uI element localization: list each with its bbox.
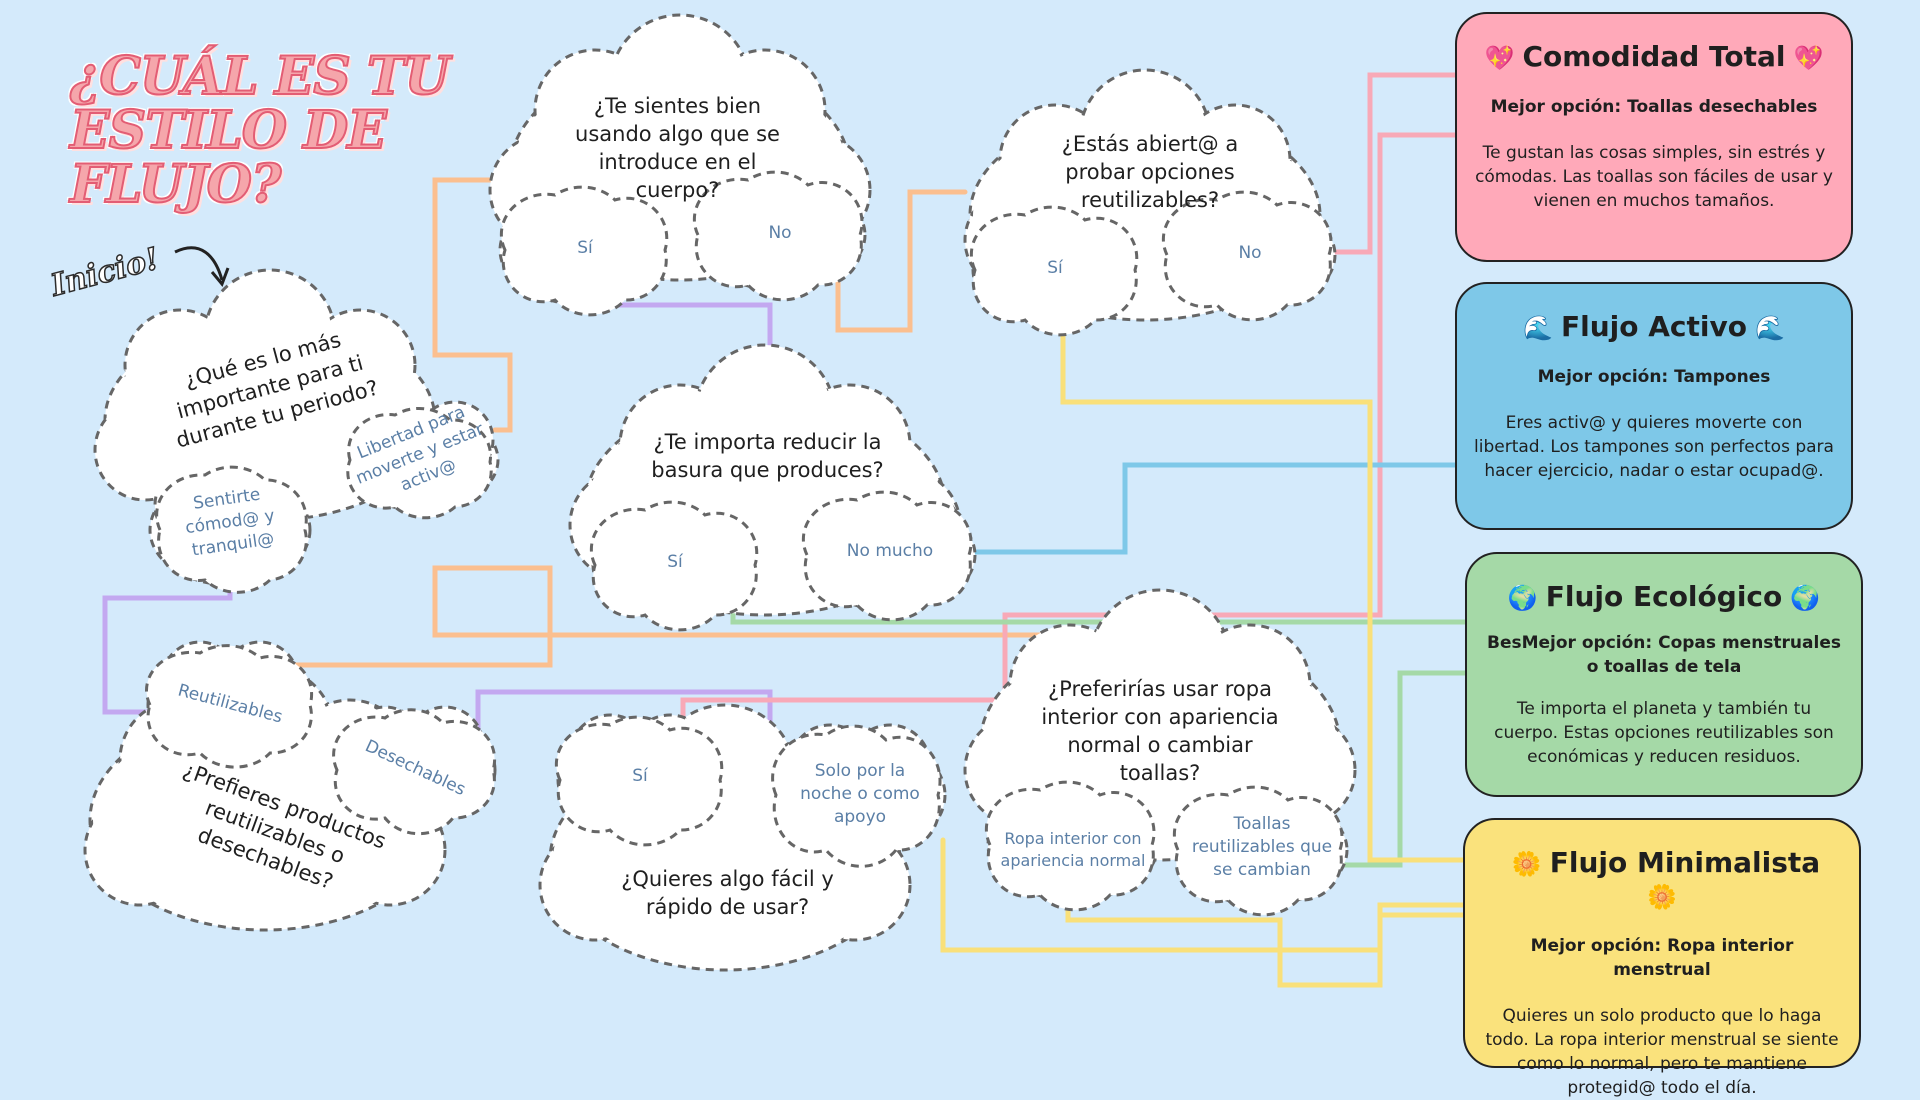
connector-q1-q5 <box>102 582 233 715</box>
result-option-ecologico: BesMejor opción: Copas menstruales o toa… <box>1487 633 1841 677</box>
result-option-activo: Mejor opción: Tampones <box>1537 367 1771 387</box>
wave-icon: 🌊 <box>1754 314 1785 342</box>
page-title: ¿CUÁL ES TU ESTILO DE FLUJO? <box>69 46 451 215</box>
connector-q7-ecologico <box>1342 670 1468 868</box>
connector-q6-comodidad <box>680 132 1458 743</box>
answer-q3-yes[interactable]: Sí <box>1047 258 1063 278</box>
answer-q4-yes[interactable]: Sí <box>667 552 683 572</box>
result-card-ecologico: 🌍Flujo Ecológico🌍 BesMejor opción: Copas… <box>1465 552 1863 797</box>
result-card-comodidad: 💖Comodidad Total💖 Mejor opción: Toallas … <box>1455 12 1853 262</box>
result-title-ecologico: 🌍Flujo Ecológico🌍 <box>1507 580 1821 613</box>
connector-q4-activo <box>967 462 1458 555</box>
answer-q7-underwear[interactable]: Ropa interior con apariencia normal <box>1000 829 1146 870</box>
result-option-comodidad: Mejor opción: Toallas desechables <box>1490 97 1818 117</box>
result-title-activo: 🌊Flujo Activo🌊 <box>1523 310 1785 343</box>
connector-lines <box>102 72 1468 988</box>
question-q4: ¿Te importa reducir la basura que produc… <box>651 430 884 482</box>
connector-q3-comodidad <box>1332 72 1458 255</box>
result-card-minimalista: 🌼Flujo Minimalista🌼 Mejor opción: Ropa i… <box>1463 818 1861 1098</box>
answer-q2-yes[interactable]: Sí <box>577 238 593 258</box>
result-description-comodidad: Te gustan las cosas simples, sin estrés … <box>1475 143 1833 211</box>
connector-q5-q6 <box>475 689 773 763</box>
flower-icon: 🌼 <box>1511 850 1542 878</box>
question-q2: ¿Te sientes bien usando algo que se intr… <box>575 94 780 202</box>
connector-q7-minimalista <box>1065 892 1468 988</box>
globe-icon: 🌍 <box>1507 584 1538 612</box>
wave-icon: 🌊 <box>1523 314 1553 342</box>
answer-q6-yes[interactable]: Sí <box>632 766 648 786</box>
result-description-activo: Eres activ@ y quieres moverte con libert… <box>1474 413 1834 481</box>
start-arrowhead-icon <box>210 267 230 287</box>
heart-icon: 💖 <box>1484 44 1515 72</box>
answer-q4-not-much[interactable]: No mucho <box>846 541 934 561</box>
answer-clouds-top <box>145 170 1344 917</box>
answer-q6-night[interactable]: Solo por la noche o como apoyo <box>800 761 920 827</box>
result-option-minimalista: Mejor opción: Ropa interior menstrual <box>1530 936 1794 980</box>
heart-icon: 💖 <box>1793 44 1824 72</box>
flower-icon: 🌼 <box>1647 883 1677 911</box>
result-title-comodidad: 💖Comodidad Total💖 <box>1484 40 1824 73</box>
start-arrow-icon <box>174 246 224 281</box>
connector-q1-q2 <box>432 177 513 433</box>
question-q7: ¿Preferirías usar ropa interior con apar… <box>1041 677 1279 785</box>
connector-q3-minimalista <box>1060 322 1468 863</box>
question-q6: ¿Quieres algo fácil y rápido de usar? <box>621 867 834 919</box>
question-q3: ¿Estás abiert@ a probar opciones reutili… <box>1061 132 1239 212</box>
answer-q7-pads[interactable]: Toallas reutilizables que se cambian <box>1191 814 1333 880</box>
connector-q2-q3 <box>835 189 968 333</box>
globe-icon: 🌍 <box>1790 584 1821 612</box>
answer-q2-no[interactable]: No <box>768 223 792 243</box>
result-description-ecologico: Te importa el planeta y también tu cuerp… <box>1494 699 1834 767</box>
result-description-minimalista: Quieres un solo producto que lo haga tod… <box>1485 1006 1839 1098</box>
result-card-activo: 🌊Flujo Activo🌊 Mejor opción: Tampones Er… <box>1455 282 1853 530</box>
answer-q3-no[interactable]: No <box>1238 243 1262 263</box>
result-title-minimalista: 🌼Flujo Minimalista🌼 <box>1511 846 1821 911</box>
